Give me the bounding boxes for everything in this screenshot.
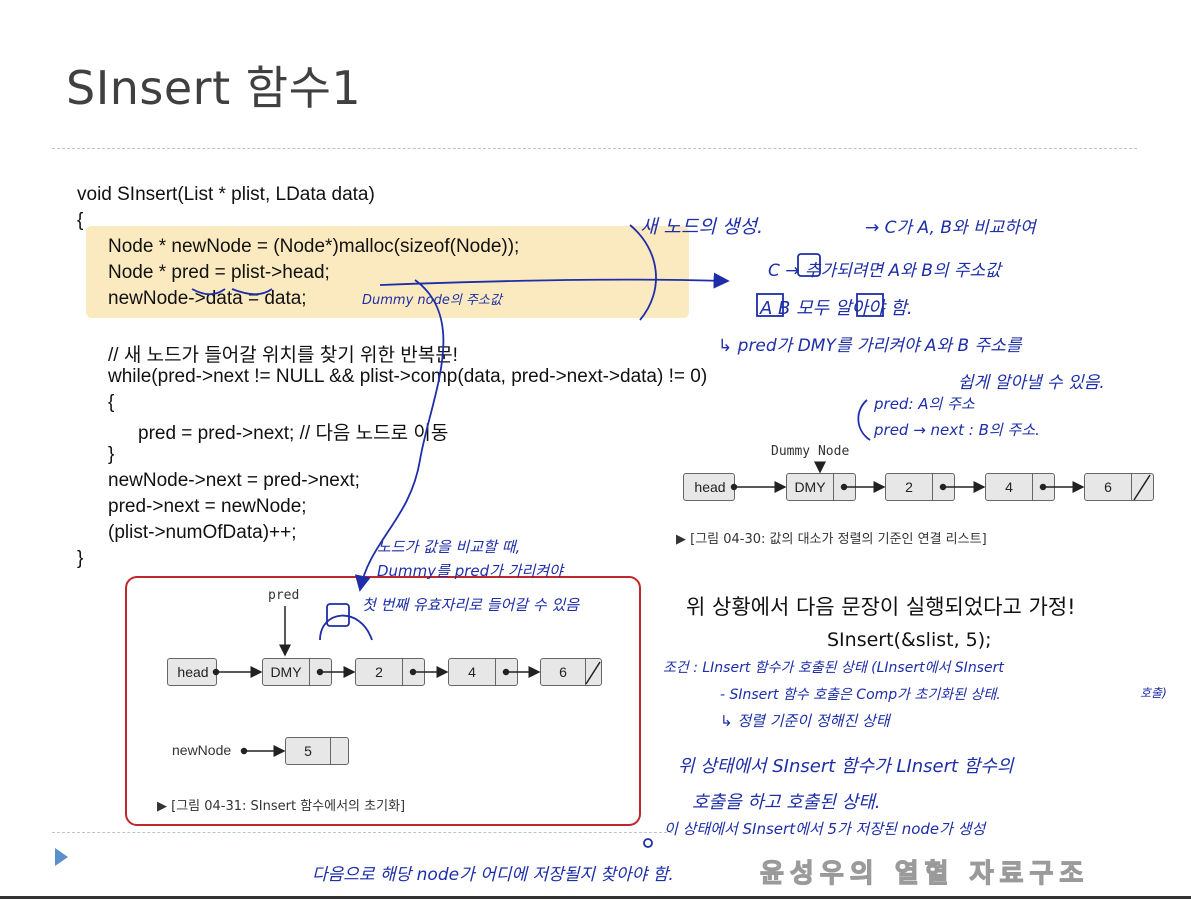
code-line-while-close: }	[108, 444, 115, 465]
fig30-arrows	[730, 461, 1151, 501]
figure-31-frame	[125, 576, 641, 826]
dummy-node-label: Dummy Node	[771, 444, 850, 459]
note-pred-next-b: pred → next : B의 주소.	[874, 421, 1040, 439]
fig31-node-6: 6	[540, 658, 602, 686]
note-comp-init: - SInsert 함수 호출은 Comp가 초기화된 상태.	[720, 687, 1001, 703]
note-address-needed: C → 추가되려면 A와 B의 주소값	[768, 261, 1001, 281]
fig30-node-4-value: 4	[1005, 479, 1013, 495]
code-line-link-next: newNode->next = pred->next;	[108, 470, 360, 491]
note-dummy-pred: Dummy를 pred가 가리켜야	[377, 562, 563, 580]
fig31-head-text: head	[177, 664, 209, 680]
fig30-node-6-value: 6	[1104, 479, 1112, 495]
assumption-text: 위 상황에서 다음 문장이 실행되었다고 가정!	[686, 595, 1076, 619]
footer-divider	[52, 832, 672, 833]
code-line-advance: pred = pred->next; // 다음 노드로 이동	[138, 423, 449, 444]
note-pred-dmy: ↳ pred가 DMY를 가리켜야 A와 B 주소를	[718, 336, 1022, 356]
code-line-newnode: Node * newNode = (Node*)malloc(sizeof(No…	[108, 236, 520, 257]
bottom-border	[0, 896, 1191, 899]
note-called: 호출을 하고 호출된 상태.	[692, 792, 881, 813]
figure-30-caption: ▶ [그림 04-30: 값의 대소가 정렬의 기준인 연결 리스트]	[676, 532, 987, 547]
bullet-triangle-icon	[55, 848, 68, 866]
code-line-while: while(pred->next != NULL && plist->comp(…	[108, 366, 708, 387]
newnode-value: 5	[304, 743, 312, 759]
note-call-suffix: 호출)	[1140, 686, 1167, 700]
note-first-slot: 첫 번째 유효자리로 들어갈 수 있음	[362, 596, 580, 614]
code-line-signature: void SInsert(List * plist, LData data)	[77, 184, 375, 205]
fig31-node-6-value: 6	[559, 664, 567, 680]
note-easy: 쉽게 알아낼 수 있음.	[958, 373, 1105, 393]
note-compare: → C가 A, B와 비교하여	[865, 218, 1036, 238]
fig30-head-text: head	[694, 479, 726, 495]
figure-31-caption: ▶ [그림 04-31: SInsert 함수에서의 초기화]	[157, 799, 406, 814]
newnode-label: newNode	[172, 742, 232, 758]
note-condition: 조건 : LInsert 함수가 호출된 상태 (LInsert에서 SInse…	[663, 660, 1004, 676]
note-dummy-addr: Dummy node의 주소값	[362, 293, 502, 308]
pred-label: pred	[268, 588, 300, 603]
note-sort-criteria: ↳ 정렬 기준이 정해진 상태	[720, 712, 890, 730]
code-line-close-brace: }	[77, 548, 84, 569]
note-compare-values: 노드가 값을 비교할 때,	[377, 538, 521, 556]
fig30-node-dmy-value: DMY	[794, 479, 826, 495]
code-line-count: (plist->numOfData)++;	[108, 522, 297, 543]
fig31-node-dmy-value: DMY	[270, 664, 302, 680]
note-node-created: 이 상태에서 SInsert에서 5가 저장된 node가 생성	[664, 820, 986, 838]
code-line-comment: // 새 노드가 들어갈 위치를 찾기 위한 반복문!	[108, 345, 458, 366]
call-text: SInsert(&slist, 5);	[827, 629, 992, 651]
fig30-node-2-value: 2	[905, 479, 913, 495]
slide-title: SInsert 함수1	[66, 61, 362, 115]
fig31-node-4-value: 4	[468, 664, 476, 680]
fig30-head-box: head	[683, 473, 735, 501]
note-pred-a: pred: A의 주소	[874, 395, 975, 413]
note-both-known: A B 모두 알아야 함.	[760, 298, 913, 319]
watermark: 윤성우의 열혈 자료구조	[759, 858, 1090, 889]
note-state-call: 위 상태에서 SInsert 함수가 LInsert 함수의	[678, 756, 1014, 777]
fig31-node-2-value: 2	[375, 664, 383, 680]
code-line-pred: Node * pred = plist->head;	[108, 262, 330, 283]
title-divider	[52, 148, 1137, 149]
note-find-position: 다음으로 해당 node가 어디에 저장될지 찾아야 함.	[312, 865, 674, 885]
code-highlight	[86, 226, 689, 318]
handwritten-strokes	[191, 224, 884, 848]
newnode-box: 5	[285, 737, 349, 765]
note-new-node: 새 노드의 생성.	[640, 216, 763, 238]
fig31-arrows	[212, 606, 601, 757]
code-line-link-pred: pred->next = newNode;	[108, 496, 307, 517]
code-line-open-brace: {	[77, 210, 84, 231]
code-line-while-open: {	[108, 392, 115, 413]
